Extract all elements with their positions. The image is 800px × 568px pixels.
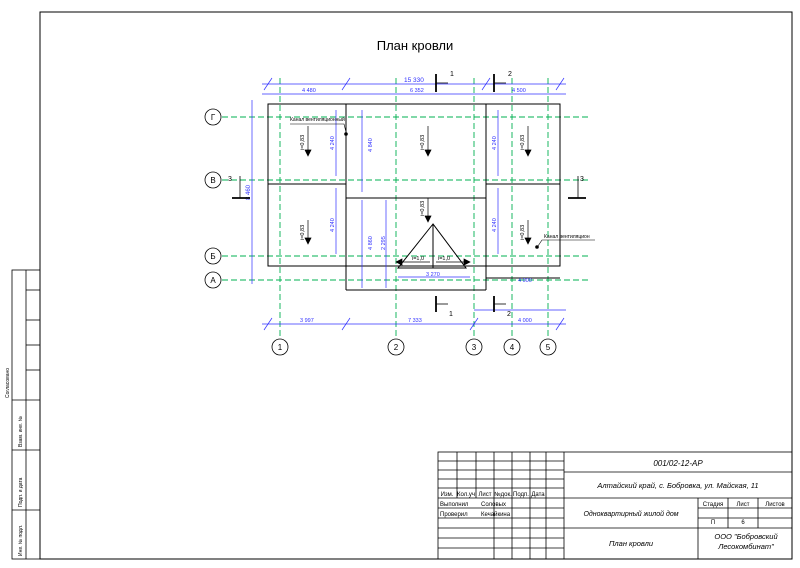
dim-v-8460: 8 460 [246, 184, 252, 200]
dimension-lines [251, 77, 566, 331]
title-block-people: Выполнил Соловых Проверил Кечайкина [440, 502, 511, 518]
section-2-bottom: 2 [507, 311, 511, 318]
dim-bottom-2: 7 333 [408, 318, 422, 324]
axis-row-g: Г [211, 113, 216, 122]
dim-inner-3270: 3 270 [426, 272, 440, 278]
dim-top-1: 4 480 [302, 88, 316, 94]
slope-arrows [304, 126, 532, 266]
dim-v-4240d: 4 240 [492, 218, 498, 232]
tb-role-1: Выполнил [440, 502, 469, 508]
axis-row-b: Б [210, 252, 215, 261]
title-block-main: 001/02-12-АР Алтайский край, с. Бобровка… [583, 459, 758, 548]
tb-code: 001/02-12-АР [653, 459, 703, 468]
dim-v-2295: 2 295 [381, 236, 387, 250]
axis-col-2: 2 [394, 343, 399, 352]
dim-bottom-1: 3 997 [300, 318, 314, 324]
tb-sheet-label: Лист [736, 502, 749, 508]
grid-axes [222, 78, 590, 338]
tb-stage-label: Стадия [703, 502, 723, 508]
slope-label-3: i=0,83 [420, 135, 426, 150]
tb-h-izm: Изм. [441, 492, 454, 498]
tb-role-2: Проверил [440, 512, 468, 518]
dim-top-2: 6 352 [410, 88, 424, 94]
title-block-headers: Изм. Кол.уч Лист №док. Подп. Дата [441, 491, 546, 498]
dim-top-3: 4 500 [512, 88, 526, 94]
slope-labels: i=0,83 i=0,83 i=0,83 i=0,83 i=0,83 i=0,8… [300, 135, 526, 262]
section-3-left: 3 [228, 176, 232, 183]
tb-h-podp: Подп. [513, 492, 529, 498]
axis-col-4: 4 [510, 343, 515, 352]
section-2-top: 2 [508, 71, 512, 78]
dim-bottom-4: 4 000 [518, 278, 532, 284]
sidebar-inv-orig: Инв. № подл. [18, 525, 24, 556]
dim-bottom-3: 4 000 [518, 318, 532, 324]
dim-overall: 15 330 [404, 77, 424, 84]
dim-v-4240c: 4 240 [492, 136, 498, 150]
sidebar-agreed: Согласовано [5, 368, 11, 398]
vent-label-2: Канал вентиляцион [544, 234, 590, 240]
dimension-texts: 15 330 4 480 6 352 4 500 3 997 7 333 4 0… [246, 77, 532, 324]
dim-v-4860: 4 860 [368, 236, 374, 250]
drawing-title: План кровли [376, 38, 454, 53]
dim-v-4840: 4 840 [368, 138, 374, 152]
dim-v-4240a: 4 240 [330, 136, 336, 150]
col-axis-labels: 1 2 3 4 5 [278, 343, 551, 352]
section-mark-labels: 1 2 1 2 3 3 [228, 71, 584, 318]
slope-label-1: i=0,83 [300, 135, 306, 150]
vent-label-1: Канал вентиляционный [290, 116, 345, 123]
axis-col-3: 3 [472, 343, 477, 352]
section-1-bottom: 1 [449, 311, 453, 318]
left-stamp [11, 269, 41, 560]
row-axis-labels: Г В Б А [210, 113, 216, 285]
slope-label-4: i=0,83 [420, 201, 426, 216]
section-1-top: 1 [450, 71, 454, 78]
tb-h-ndok: №док. [494, 491, 512, 498]
tb-name-1: Соловых [481, 502, 506, 508]
tb-sheet-no: 6 [741, 520, 745, 526]
vent-leaders [290, 123, 595, 249]
title-block-stage: Стадия Лист Листов П 6 [703, 502, 785, 526]
sidebar-sign-date: Подп. и дата [18, 477, 24, 507]
tb-h-list: Лист [478, 492, 491, 498]
slope-label-6: i=0,83 [520, 225, 526, 240]
col-axis-bubbles [271, 338, 557, 356]
tb-sheets-label: Листов [765, 502, 785, 508]
tb-name-2: Кечайкина [481, 511, 511, 518]
row-axis-bubbles [204, 108, 222, 289]
dim-v-4240b: 4 240 [330, 218, 336, 232]
slope-label-5: i=0,83 [520, 135, 526, 150]
axis-col-1: 1 [278, 343, 283, 352]
slope-label-2: i=0,83 [300, 225, 306, 240]
section-marks [232, 74, 586, 312]
sidebar-inv-replace: Взам. инв. № [18, 416, 24, 447]
tb-stage: П [711, 520, 715, 526]
tb-h-koluch: Кол.уч [457, 492, 475, 498]
tb-address: Алтайский край, с. Бобровка, ул. Майская… [596, 481, 758, 490]
section-3-right: 3 [580, 176, 584, 183]
axis-col-5: 5 [546, 343, 551, 352]
title-block-frame [437, 451, 793, 560]
tb-h-data: Дата [531, 492, 545, 498]
tb-sheet-name: План кровли [609, 539, 654, 548]
axis-row-v: В [210, 176, 215, 185]
tb-object: Одноквартирный жилой дом [583, 510, 678, 518]
axis-row-a: А [210, 276, 216, 285]
slope-right: i=1,0 [438, 256, 450, 262]
tb-org: ООО "Бобровский Лесокомбинат" [714, 532, 778, 551]
slope-left: i=1,0 [412, 256, 424, 262]
